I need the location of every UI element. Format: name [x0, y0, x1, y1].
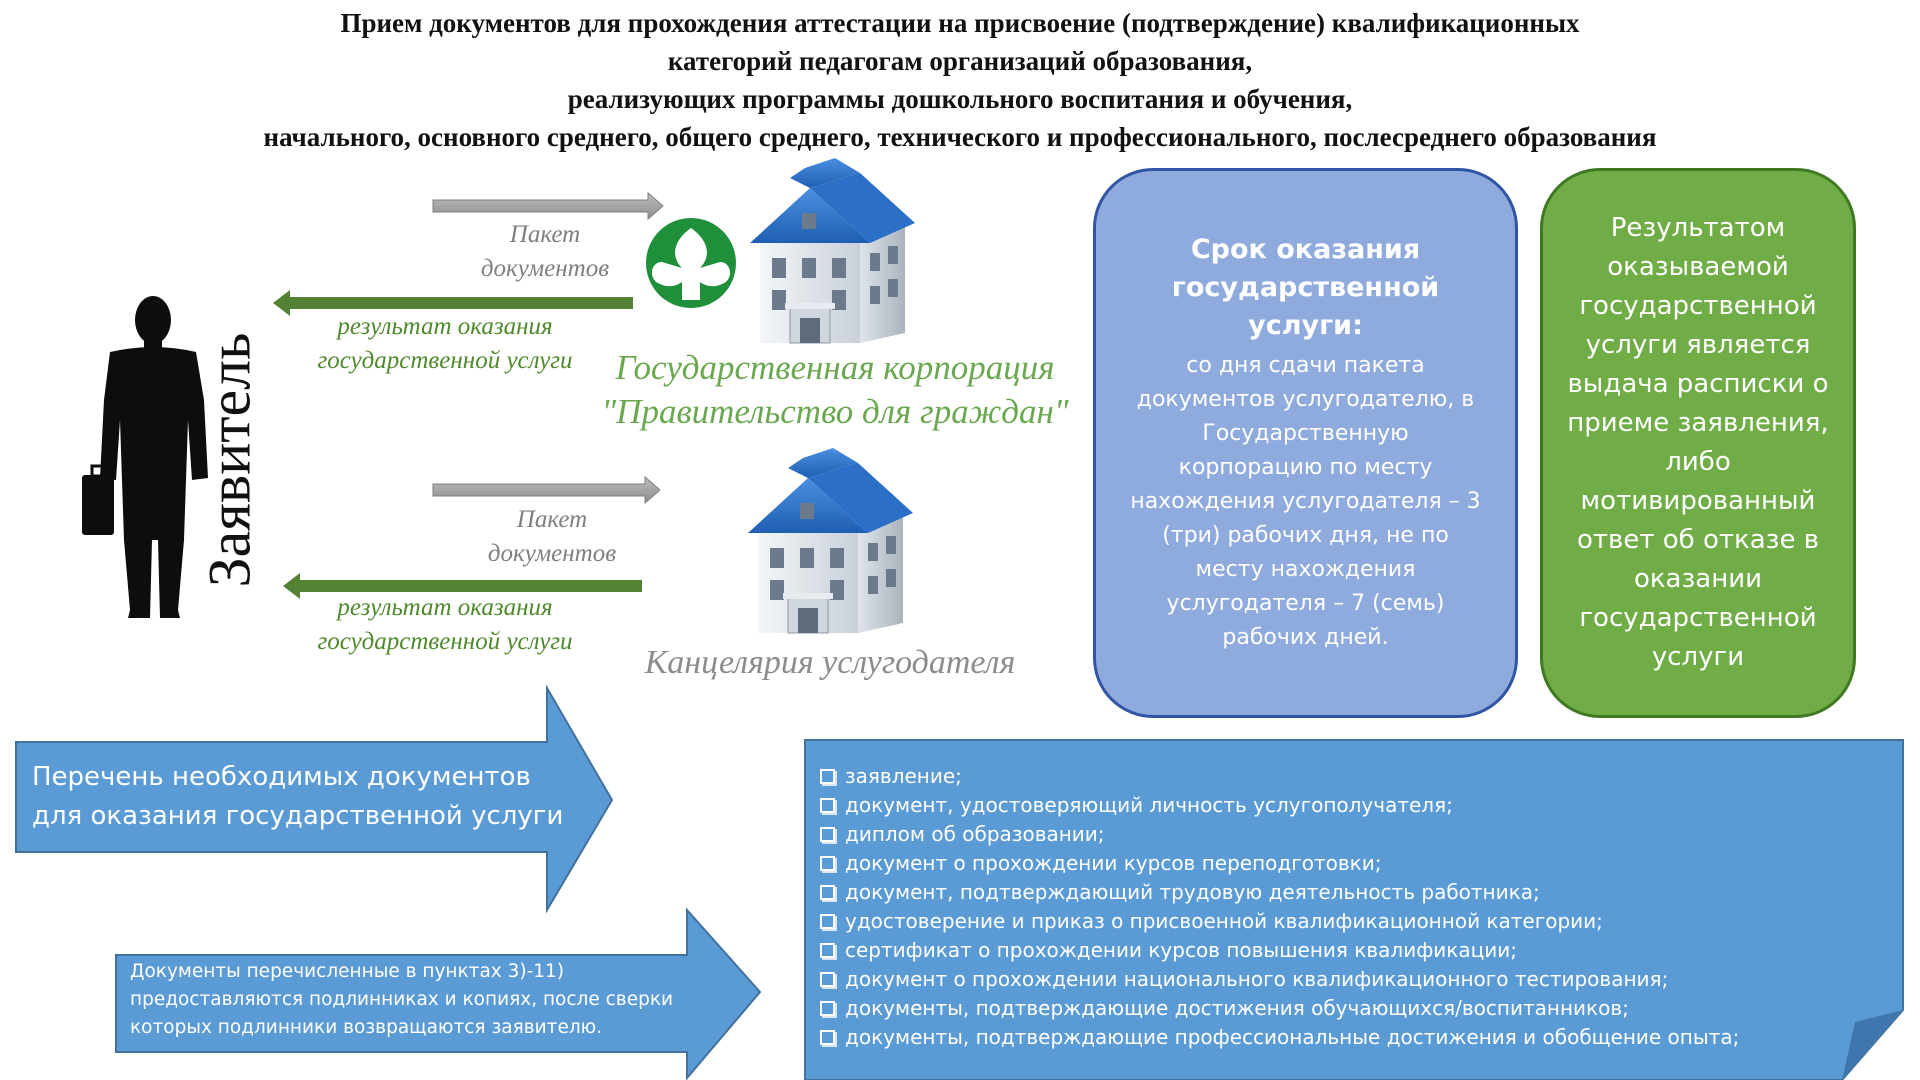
arrow-result-from-office: [283, 573, 642, 599]
documents-list-heading: Перечень необходимых документов для оказ…: [32, 762, 564, 831]
service-term-text: со дня сдачи пакета документов услугодат…: [1130, 353, 1481, 650]
checkbox-icon: [820, 885, 835, 900]
checkbox-icon: [820, 827, 835, 842]
originals-note-arrow-shape: [115, 907, 762, 1080]
checkbox-icon: [820, 769, 835, 784]
gov-corporation-name: Государственная корпорация "Правительств…: [601, 348, 1069, 431]
checkbox-icon: [820, 1030, 835, 1045]
office-name: Канцелярия услугодателя: [644, 644, 1016, 681]
list-item: документ о прохождении курсов переподгот…: [820, 849, 1820, 878]
list-item: документ, подтверждающий трудовую деятел…: [820, 878, 1820, 907]
page-title: Прием документов для прохождения аттеста…: [60, 4, 1860, 156]
title-line-4: начального, основного среднего, общего с…: [263, 122, 1657, 152]
originals-note-text: Документы перечисленные в пунктах 3)-11)…: [130, 961, 674, 1038]
list-item: удостоверение и приказ о присвоенной ква…: [820, 907, 1820, 936]
list-item: документ, удостоверяющий личность услуго…: [820, 791, 1820, 820]
government-corporation-logo-icon: [646, 218, 736, 308]
list-item: документы, подтверждающие достижения обу…: [820, 994, 1820, 1023]
arrow-packet-to-gov: [432, 191, 664, 221]
checkbox-icon: [820, 856, 835, 871]
applicant-silhouette-icon: [82, 296, 208, 618]
government-building-icon: [750, 158, 915, 344]
list-item: диплом об образовании;: [820, 820, 1820, 849]
list-item: документ о прохождении национального ква…: [820, 965, 1820, 994]
service-term-box: Срок оказания государственной услуги: со…: [1093, 168, 1518, 718]
documents-list-arrow-shape: [15, 684, 614, 914]
checkbox-icon: [820, 914, 835, 929]
arrow-packet-to-office: [432, 475, 661, 505]
checkbox-icon: [820, 972, 835, 987]
gov-result-label: результат оказания государственной услуг…: [317, 313, 573, 374]
office-result-label: результат оказания государственной услуг…: [317, 594, 573, 655]
checkbox-icon: [820, 943, 835, 958]
arrow-result-from-gov: [273, 290, 633, 316]
office-packet-label: Пакет документов: [487, 506, 617, 567]
service-term-heading: Срок оказания государственной услуги:: [1171, 234, 1440, 341]
title-line-1: Прием документов для прохождения аттеста…: [340, 8, 1580, 38]
documents-list-box-fold: [1842, 1010, 1903, 1080]
list-item: заявление;: [820, 762, 1820, 791]
title-line-3: реализующих программы дошкольного воспит…: [567, 84, 1353, 114]
checkbox-icon: [820, 1001, 835, 1016]
office-building-icon: [748, 448, 913, 634]
service-result-text: Результатом оказываемой государственной …: [1567, 213, 1829, 672]
list-item: документы, подтверждающие профессиональн…: [820, 1023, 1820, 1052]
documents-list: заявление; документ, удостоверяющий личн…: [820, 762, 1820, 1052]
checkbox-icon: [820, 798, 835, 813]
gov-packet-label: Пакет документов: [480, 221, 610, 282]
title-line-2: категорий педагогам организаций образова…: [667, 46, 1253, 76]
service-result-box: Результатом оказываемой государственной …: [1540, 168, 1856, 718]
list-item: сертификат о прохождении курсов повышени…: [820, 936, 1820, 965]
